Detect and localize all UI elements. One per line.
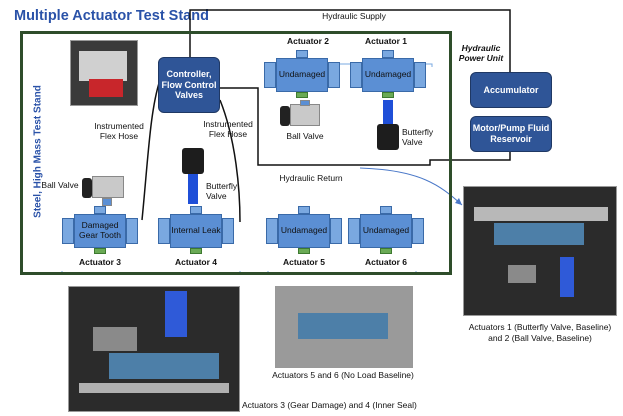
actuators-5-6-photo [275, 286, 413, 368]
actuator-4: Internal Leak [158, 206, 234, 254]
left-photo-caption: Actuators 3 (Gear Damage) and 4 (Inner S… [242, 400, 417, 410]
ball-valve-top-label: Ball Valve [286, 131, 324, 141]
ball-valve-left-label: Ball Valve [41, 180, 79, 190]
actuator-6-state: Undamaged [362, 225, 410, 236]
actuator-4-label: Actuator 4 [174, 257, 218, 267]
hydraulic-supply-label: Hydraulic Supply [322, 11, 386, 21]
actuator-1-label: Actuator 1 [364, 36, 408, 46]
actuator-3-state: Damaged Gear Tooth [79, 220, 121, 240]
actuator-3: Damaged Gear Tooth [62, 206, 138, 254]
frame-label: Steel, High Mass Test Stand [32, 85, 44, 218]
butterfly-valve-left [182, 148, 204, 204]
actuator-2: Undamaged [264, 50, 340, 98]
page-title: Multiple Actuator Test Stand [14, 8, 209, 24]
hydraulic-return-label: Hydraulic Return [279, 173, 343, 183]
flex-hose-left-label: Instrumented Flex Hose [94, 121, 144, 141]
actuator-6-label: Actuator 6 [364, 257, 408, 267]
accumulator-box: Accumulator [470, 72, 552, 108]
actuator-5-label: Actuator 5 [282, 257, 326, 267]
actuators-3-4-photo [68, 286, 240, 412]
actuator-2-state: Undamaged [278, 69, 326, 80]
actuators-1-2-photo [463, 186, 617, 316]
motor-pump-box: Motor/Pump Fluid Reservoir [470, 116, 552, 152]
actuator-4-state: Internal Leak [171, 225, 221, 236]
actuator-1: Undamaged [350, 50, 426, 98]
butterfly-valve-left-label: Butterfly Valve [206, 181, 238, 201]
controller-box: Controller, Flow Control Valves [158, 57, 220, 113]
actuator-3-label: Actuator 3 [78, 257, 122, 267]
actuator-1-state: Undamaged [364, 69, 412, 80]
flex-hose-right-label: Instrumented Flex Hose [203, 119, 253, 139]
actuator-5: Undamaged [266, 206, 342, 254]
middle-photo-caption: Actuators 5 and 6 (No Load Baseline) [272, 370, 414, 380]
right-photo-caption: Actuators 1 (Butterfly Valve, Baseline) … [468, 322, 612, 344]
actuator-2-label: Actuator 2 [286, 36, 330, 46]
hydraulic-power-unit-label: Hydraulic Power Unit [458, 43, 504, 63]
test-stand-frame: Steel, High Mass Test Stand [20, 31, 452, 275]
butterfly-valve-top [377, 100, 399, 154]
actuator-6: Undamaged [348, 206, 424, 254]
actuator-5-state: Undamaged [280, 225, 328, 236]
test-stand-photo [70, 40, 138, 106]
butterfly-valve-top-label: Butterfly Valve [402, 127, 434, 147]
